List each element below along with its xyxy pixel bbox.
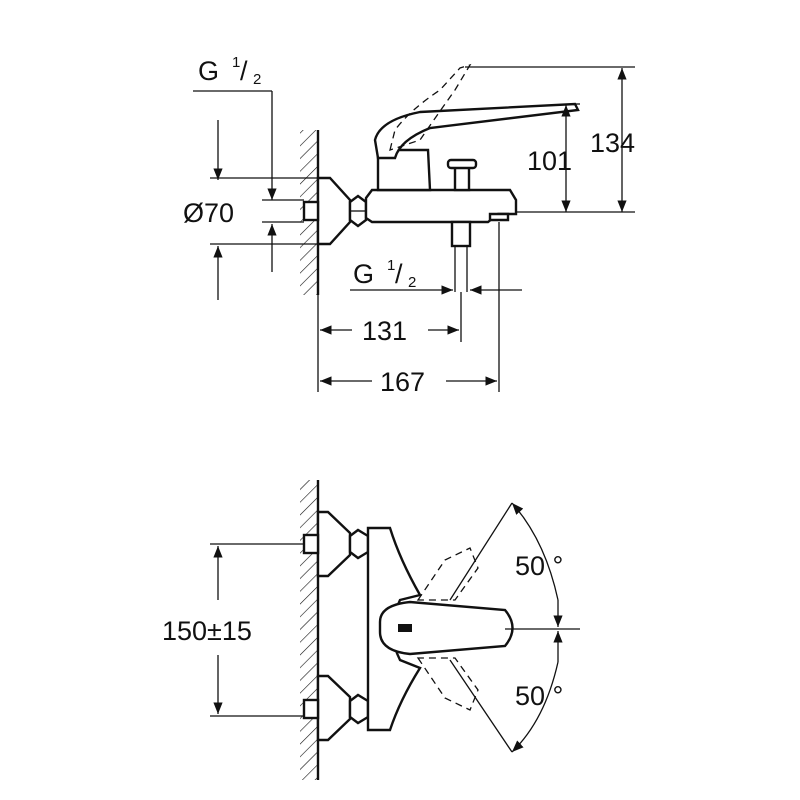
nut-upper xyxy=(348,528,370,560)
lever-indicator xyxy=(398,624,412,632)
lever-open-outline xyxy=(389,63,472,151)
spacing-label: 150±15 xyxy=(162,616,252,646)
thread-lower-slash: / xyxy=(395,259,403,289)
dim-101-label: 101 xyxy=(527,146,572,176)
lever-rot-upper xyxy=(416,547,479,601)
thread-lower-sub: 2 xyxy=(408,274,416,291)
angle-lower-label: 50 ° xyxy=(515,681,563,711)
thread-upper-slash: / xyxy=(240,56,248,86)
lever-plan xyxy=(378,600,514,656)
lever-handle xyxy=(373,102,580,160)
connector-upper xyxy=(302,533,320,555)
dim-70-label: Ø70 xyxy=(183,198,234,228)
angle-ray-upper xyxy=(449,502,513,601)
wall-hatch-bottom xyxy=(300,480,318,780)
thread-lower-base: G xyxy=(353,259,374,289)
nut-lower xyxy=(348,693,370,725)
thread-lower-sup: 1 xyxy=(387,257,395,274)
thread-upper-sup: 1 xyxy=(232,54,240,71)
shower-outlet xyxy=(450,220,472,248)
lever-rot-lower xyxy=(416,657,479,711)
angle-ray-lower xyxy=(449,659,513,753)
angle-arc-lower-a xyxy=(511,661,559,753)
connector-lower xyxy=(302,698,320,720)
diverter-knob xyxy=(446,158,478,170)
dim-131-label: 131 xyxy=(362,316,407,346)
side-view: 101 134 G 1 / 2 Ø70 G 1 / 2 131 xyxy=(183,54,635,397)
escutcheon-lower xyxy=(316,674,352,742)
cartridge xyxy=(376,148,432,192)
wall-connector xyxy=(302,200,320,222)
dim-134-label: 134 xyxy=(590,128,635,158)
angle-arc-upper-a xyxy=(511,502,559,601)
thread-upper-sub: 2 xyxy=(253,71,261,88)
plan-view: 50 ° 50 ° 150±15 xyxy=(162,480,580,780)
thread-upper-base: G xyxy=(198,56,219,86)
dim-167-label: 167 xyxy=(380,367,425,397)
spout xyxy=(488,212,510,222)
escutcheon xyxy=(316,176,352,246)
angle-upper-label: 50 ° xyxy=(515,551,563,581)
escutcheon-upper xyxy=(316,510,352,578)
